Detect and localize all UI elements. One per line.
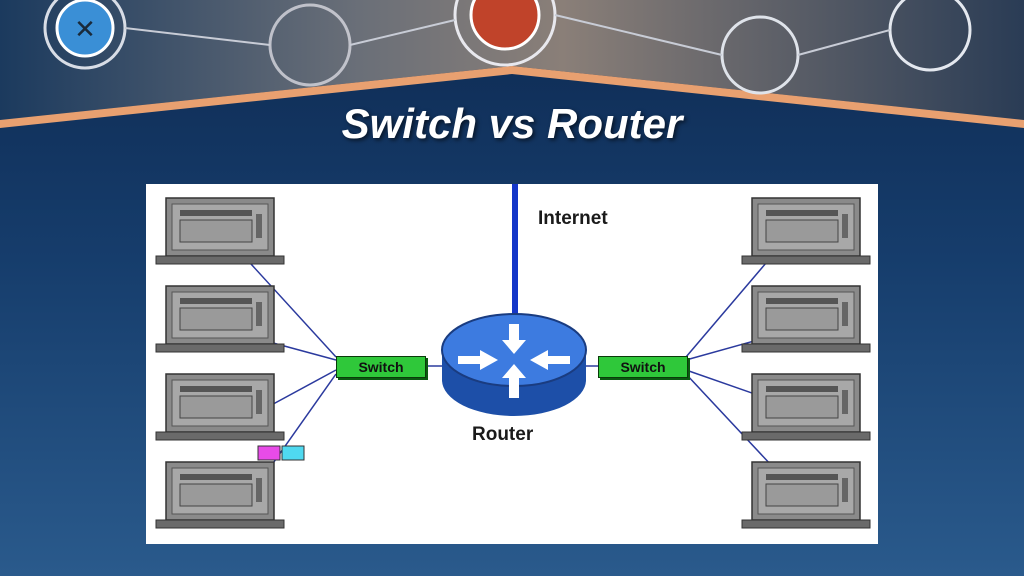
pc-right-3: [741, 373, 871, 441]
slide-title: Switch vs Router: [341, 100, 683, 147]
left-switch: Switch: [336, 356, 426, 378]
router-label: Router: [472, 424, 534, 445]
right-switch: Switch: [598, 356, 688, 378]
pc-left-3: [155, 373, 285, 441]
pc-right-2: [741, 285, 871, 353]
pc-right-4: [741, 461, 871, 529]
packet-cyan: [281, 445, 305, 461]
pc-right-1: [741, 197, 871, 265]
internet-label: Internet: [538, 208, 608, 229]
svg-text:✕: ✕: [74, 15, 96, 45]
header-banner-image: ✕: [0, 0, 1024, 128]
router-icon: [441, 313, 587, 416]
internet-link: [512, 184, 518, 318]
pc-left-4: [155, 461, 285, 529]
network-diagram-graphics: [155, 184, 871, 529]
pc-left-2: [155, 285, 285, 353]
pc-left-1: [155, 197, 285, 265]
packet-magenta: [257, 445, 281, 461]
network-diagram: Internet Router Switch Switch: [146, 184, 878, 544]
